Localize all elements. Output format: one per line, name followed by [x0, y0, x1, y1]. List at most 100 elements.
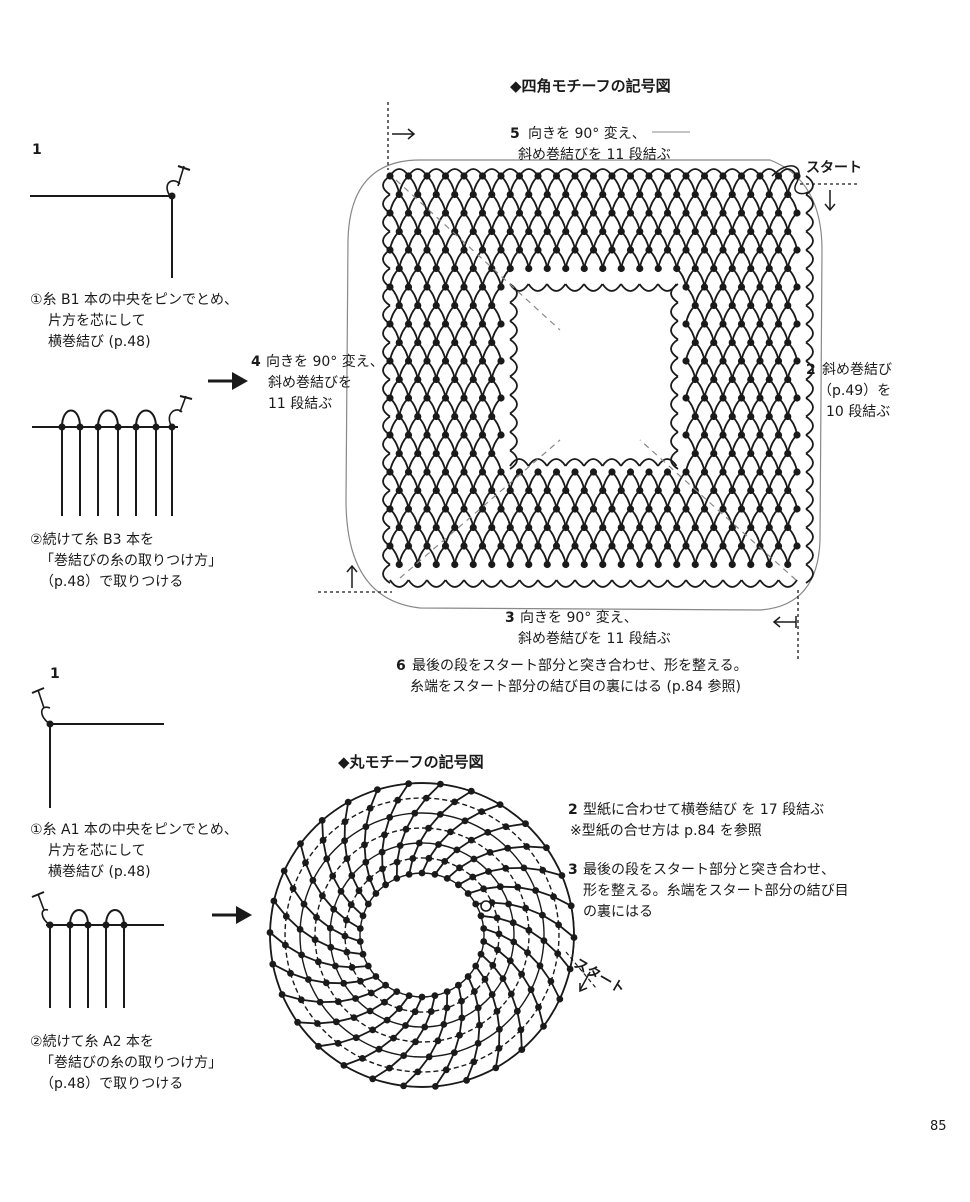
knot-dot	[654, 190, 662, 199]
knot-dot	[543, 264, 551, 273]
knot-dot	[756, 394, 764, 402]
ring-knot-dot	[394, 796, 402, 804]
ring-arc	[473, 1047, 500, 1063]
knot-dot	[460, 246, 468, 254]
ring-knot-dot	[386, 1064, 393, 1072]
ring-knot-dot	[456, 864, 463, 872]
knot-dot	[682, 542, 690, 550]
ring-knot-dot	[400, 1052, 408, 1059]
knot-dot	[451, 338, 459, 347]
knot-dot	[774, 357, 783, 365]
ring-arc	[426, 797, 455, 803]
knot-dot	[497, 468, 505, 476]
ring-knot-dot	[366, 1007, 374, 1015]
ring-arc	[507, 847, 525, 869]
edge-loop	[805, 193, 814, 214]
knot-dot	[497, 431, 505, 439]
ring-arc	[344, 807, 371, 823]
knot-dot	[710, 560, 718, 569]
ring-knot-dot	[405, 871, 413, 878]
ring-strand	[408, 790, 472, 875]
edge-loop	[722, 579, 743, 588]
knot-dot	[589, 468, 598, 476]
knot-dot	[691, 264, 699, 273]
edge-loop	[703, 579, 724, 588]
knot-dot	[469, 486, 477, 495]
knot-dot	[497, 172, 505, 180]
ring-knot-dot	[396, 842, 404, 849]
ring-knot-dot	[348, 872, 356, 879]
edge-loop	[564, 283, 585, 292]
ring-knot-dot	[455, 881, 462, 889]
knot-dot	[395, 412, 403, 421]
ring-knot-dot	[393, 988, 401, 995]
ring-knot-dot	[474, 1004, 482, 1012]
knot-dot	[728, 523, 736, 532]
ring-knot-dot	[425, 1053, 433, 1061]
ring-knot-dot	[456, 1031, 463, 1039]
knot-dot	[460, 468, 468, 476]
knot-dot	[506, 227, 514, 236]
knot-dot	[765, 264, 773, 273]
ring-arc	[307, 979, 321, 1003]
knot-dot	[451, 190, 459, 199]
ring-knot-dot	[513, 1007, 521, 1015]
ring-knot-dot	[341, 932, 349, 940]
ring-arc	[541, 914, 545, 941]
knot-dot	[710, 264, 718, 273]
knot-dot	[737, 394, 746, 402]
knot-dot	[562, 486, 570, 495]
knot-dot	[636, 486, 644, 495]
knot-dot	[599, 523, 607, 532]
knot-dot	[414, 560, 422, 569]
knot-dot	[747, 523, 755, 532]
knot-dot	[747, 338, 755, 347]
knot-dot	[793, 505, 801, 513]
knot-dot	[691, 375, 699, 384]
knot-dot	[737, 320, 746, 328]
knot-dot	[645, 468, 653, 476]
knot-dot	[793, 468, 801, 476]
edge-loop	[805, 378, 814, 399]
knot-dot	[710, 338, 718, 347]
ring-knot-dot	[287, 969, 294, 977]
ring-knot-dot	[453, 846, 461, 854]
knot-dot	[580, 486, 588, 495]
knot-dot	[395, 227, 403, 236]
ring-knot-dot	[395, 1005, 403, 1012]
knot-dot	[552, 209, 561, 217]
caption-b1-line3: 横巻結び (p.48)	[48, 334, 151, 350]
ring-knot-dot	[418, 993, 426, 1001]
edge-loop	[407, 579, 428, 588]
ring-knot-dot	[443, 988, 451, 995]
knot-dot	[765, 375, 773, 384]
knot-dot	[460, 505, 468, 513]
knot-dot	[404, 209, 413, 217]
ring-knot-dot	[477, 950, 485, 958]
caption-a1-line3: 横巻結び (p.48)	[48, 864, 151, 880]
edge-loop	[564, 458, 585, 467]
step5-number: 5	[510, 126, 520, 142]
edge-loop	[777, 579, 798, 588]
knot-dot	[441, 431, 450, 439]
knot-dot	[469, 560, 477, 569]
ring-knot-dot	[489, 961, 497, 969]
knot-dot	[451, 523, 459, 532]
ring-arc	[355, 1037, 380, 1050]
knot-dot	[460, 431, 468, 439]
ring-arc	[337, 1042, 363, 1060]
knot-dot	[460, 320, 468, 328]
knot-dot	[626, 209, 635, 217]
knot-dot	[710, 375, 718, 384]
knot-dot	[756, 283, 764, 291]
knot-dot	[774, 209, 783, 217]
ring-knot-dot	[316, 998, 324, 1006]
knot-dot	[451, 412, 459, 421]
ring-knot-dot	[334, 998, 342, 1006]
edge-loop	[592, 579, 613, 588]
knot-dot	[608, 246, 616, 254]
ring-knot-dot	[436, 811, 444, 818]
ring-strand	[372, 995, 436, 1080]
knot-dot	[737, 431, 746, 439]
ring-arc	[550, 953, 559, 982]
